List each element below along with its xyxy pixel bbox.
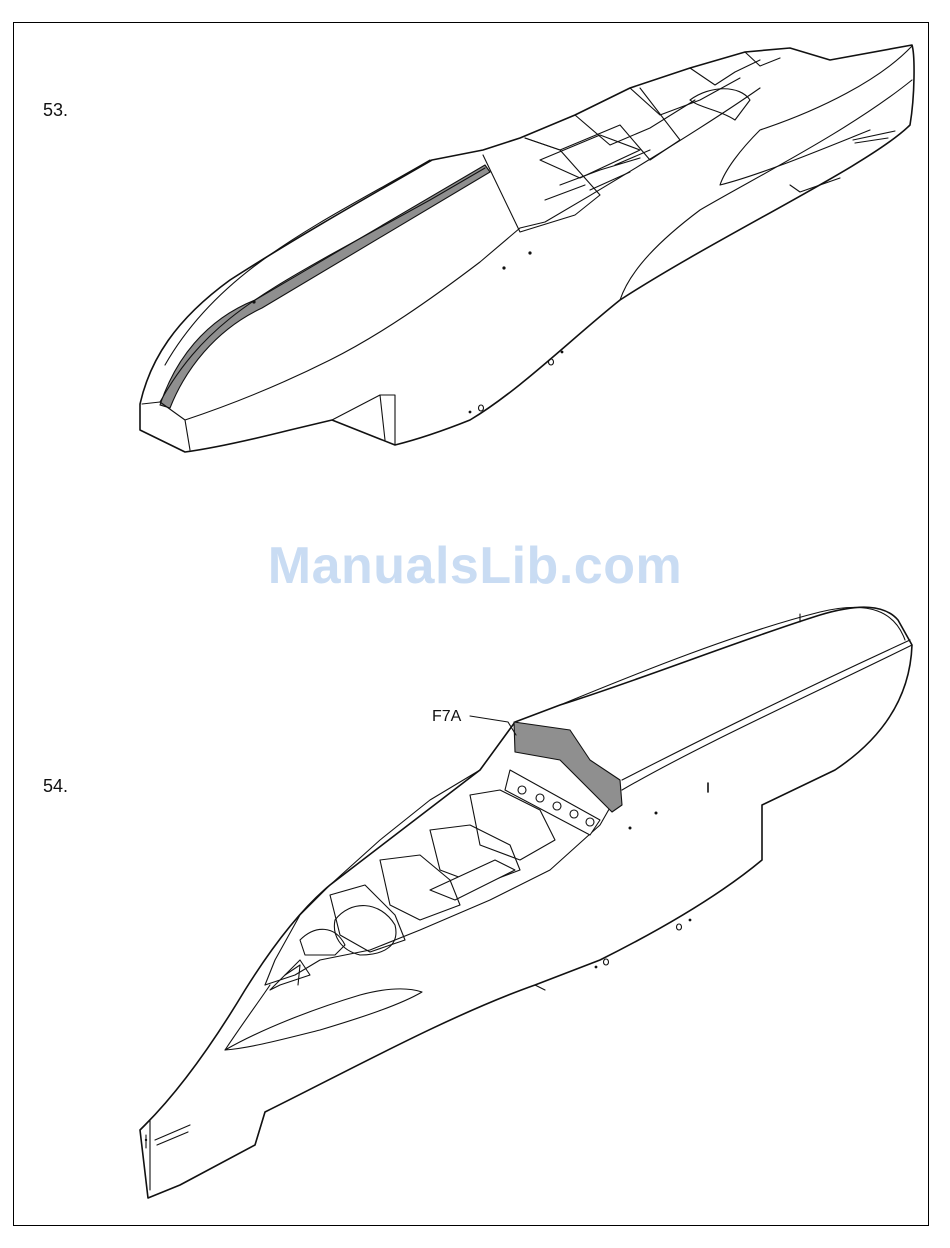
fuselage-54 [140,607,912,1198]
